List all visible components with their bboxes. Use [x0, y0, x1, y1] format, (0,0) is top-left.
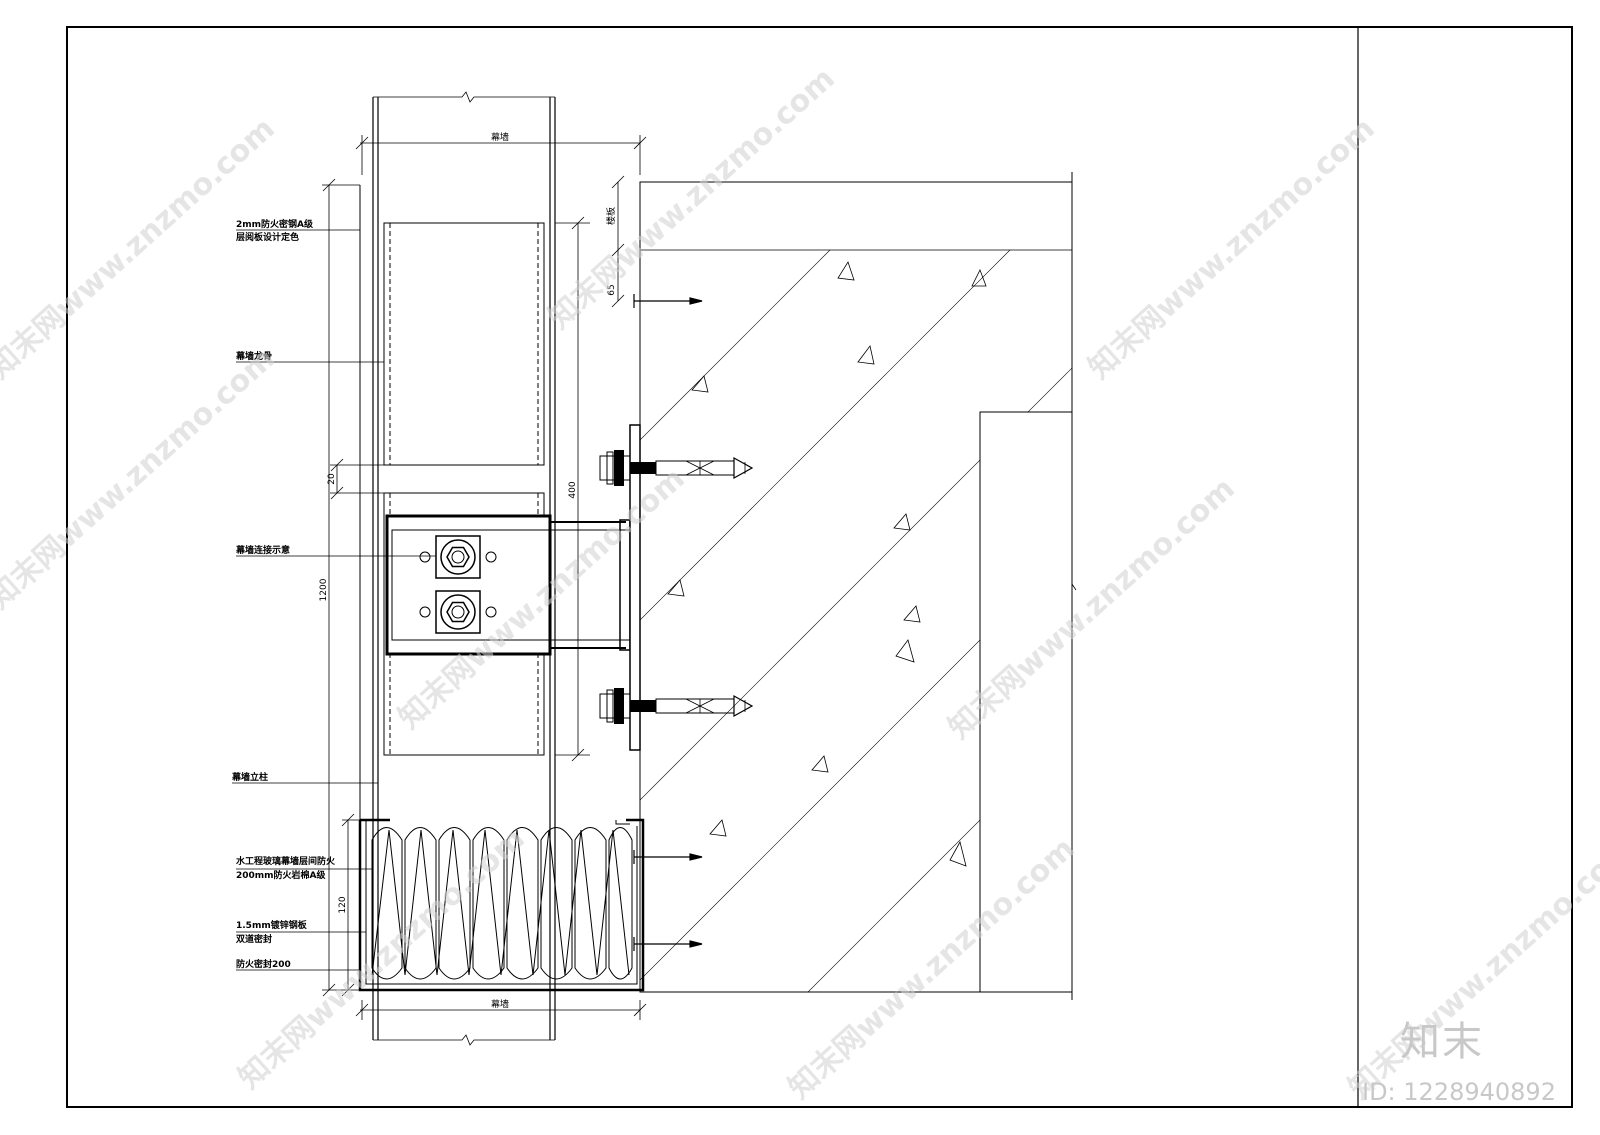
label-seal: 防火密封200 [236, 958, 291, 970]
dim-bottom-width: 幕墙 [491, 998, 509, 1010]
annotations: 2mm防火密钢A级 层阅板设计定色 幕墙龙骨 幕墙连接示意 幕墙立柱 水工程玻璃… [231, 218, 336, 970]
bolt-upper [419, 535, 497, 579]
watermark-text: 知末网www.znzmo.com [1082, 111, 1382, 386]
expansion-anchor-lower [599, 688, 754, 724]
dim-65: 65 [607, 284, 617, 295]
label-panel-2: 层阅板设计定色 [236, 231, 299, 243]
label-connector: 幕墙连接示意 [235, 544, 290, 556]
interior-wall [979, 411, 1073, 993]
watermark-text: 知末网www.znzmo.com [542, 61, 842, 336]
dim-top-height: 楼板 [605, 207, 617, 225]
label-column: 幕墙立柱 [231, 771, 268, 783]
watermark-text: 知末网www.znzmo.com [0, 111, 282, 386]
dim-120: 120 [338, 896, 348, 913]
dimension-texts: 幕墙 楼板 65 400 20 1200 120 幕墙 [319, 131, 617, 1010]
watermark-id: ID: 1228940892 [1362, 1078, 1556, 1106]
bolt-lower [419, 590, 497, 634]
watermark-text: 知末网www.znzmo.com [0, 341, 282, 616]
dim-top-width: 幕墙 [491, 131, 509, 143]
dim-400: 400 [568, 481, 578, 498]
expansion-anchor-upper [599, 450, 754, 486]
sheet-border [66, 26, 1573, 1108]
leader-lines [232, 229, 436, 971]
label-panel-1: 2mm防火密钢A级 [236, 218, 314, 230]
dim-20: 20 [327, 473, 337, 485]
watermark-brand: 知末 [1400, 1019, 1484, 1065]
label-fire-1: 水工程玻璃幕墙层间防火 [236, 855, 336, 867]
nail-top [633, 294, 703, 308]
label-steel-2: 双道密封 [236, 933, 272, 945]
keel-tube-upper [383, 222, 545, 466]
fire-insulation-tray [358, 818, 645, 992]
dim-1200: 1200 [319, 578, 329, 601]
label-steel-1: 1.5mm镀锌钢板 [236, 919, 308, 931]
label-keel: 幕墙龙骨 [235, 350, 272, 362]
watermarks: 知末网www.znzmo.com 知末网www.znzmo.com 知末网www… [0, 61, 1600, 1106]
embedded-anchor-plate [629, 424, 641, 751]
rock-wool-insulation [371, 827, 633, 980]
label-fire-2: 200mm防火岩棉A级 [236, 869, 327, 881]
dimension-lines [322, 135, 647, 1020]
